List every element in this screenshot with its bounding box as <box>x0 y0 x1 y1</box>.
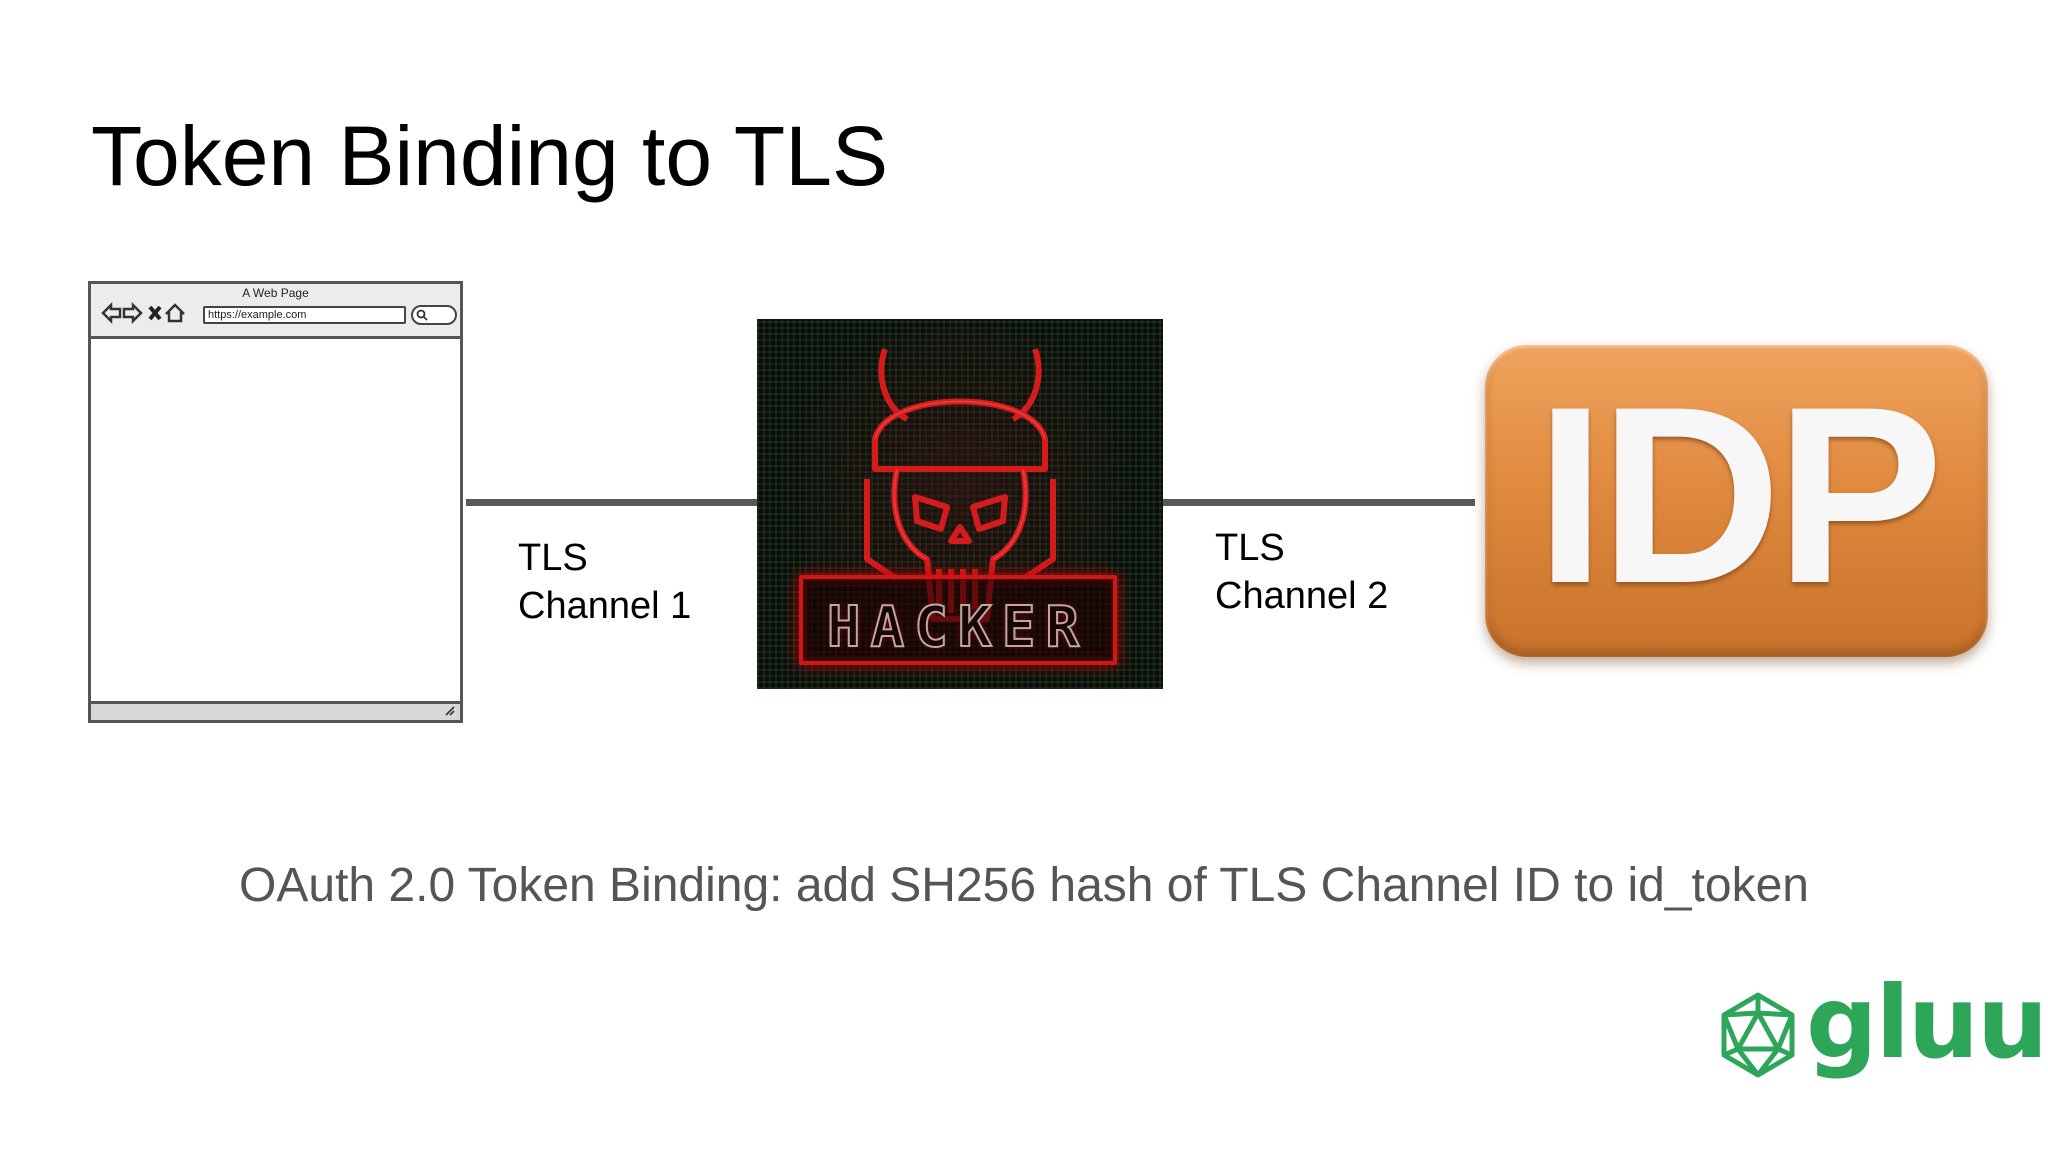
browser-toolbar: A Web Page https://example.com <box>91 284 460 339</box>
slide-caption: OAuth 2.0 Token Binding: add SH256 hash … <box>239 859 1809 912</box>
gluu-logo: gluu <box>1718 964 2048 1085</box>
browser-url-field: https://example.com <box>203 306 406 324</box>
browser-status-bar <box>91 701 460 720</box>
gluu-icosahedron-icon <box>1721 992 1795 1078</box>
browser-window-title: A Web Page <box>242 286 309 300</box>
hacker-banner: HACKER <box>799 575 1117 665</box>
idp-logo: IDP <box>1485 345 1988 657</box>
tls-channel-2-line1: TLS <box>1215 527 1285 569</box>
hacker-image: HACKER <box>757 319 1163 689</box>
skull-icon <box>864 348 1056 622</box>
back-arrow-icon <box>101 301 122 325</box>
search-icon <box>416 309 428 321</box>
hacker-banner-text: HACKER <box>826 594 1090 661</box>
idp-logo-text: IDP <box>1535 355 1943 636</box>
forward-arrow-icon <box>122 301 143 325</box>
resize-grip-icon <box>445 706 455 716</box>
tls-channel-1-line <box>466 499 760 506</box>
tls-channel-2-line <box>1163 499 1475 506</box>
browser-search-box <box>411 305 457 325</box>
close-icon <box>148 305 162 321</box>
tls-channel-1-line2: Channel 1 <box>518 585 692 627</box>
browser-wireframe: A Web Page https://example.com <box>88 281 463 723</box>
tls-channel-2-line2: Channel 2 <box>1215 575 1389 617</box>
gluu-logo-text: gluu <box>1806 964 2048 1081</box>
tls-channel-1-label: TLS Channel 1 <box>518 534 691 630</box>
tls-channel-2-label: TLS Channel 2 <box>1215 524 1388 620</box>
browser-nav-icons <box>101 301 185 325</box>
home-icon <box>165 303 185 323</box>
tls-channel-1-line1: TLS <box>518 537 588 579</box>
slide-title: Token Binding to TLS <box>91 109 888 203</box>
